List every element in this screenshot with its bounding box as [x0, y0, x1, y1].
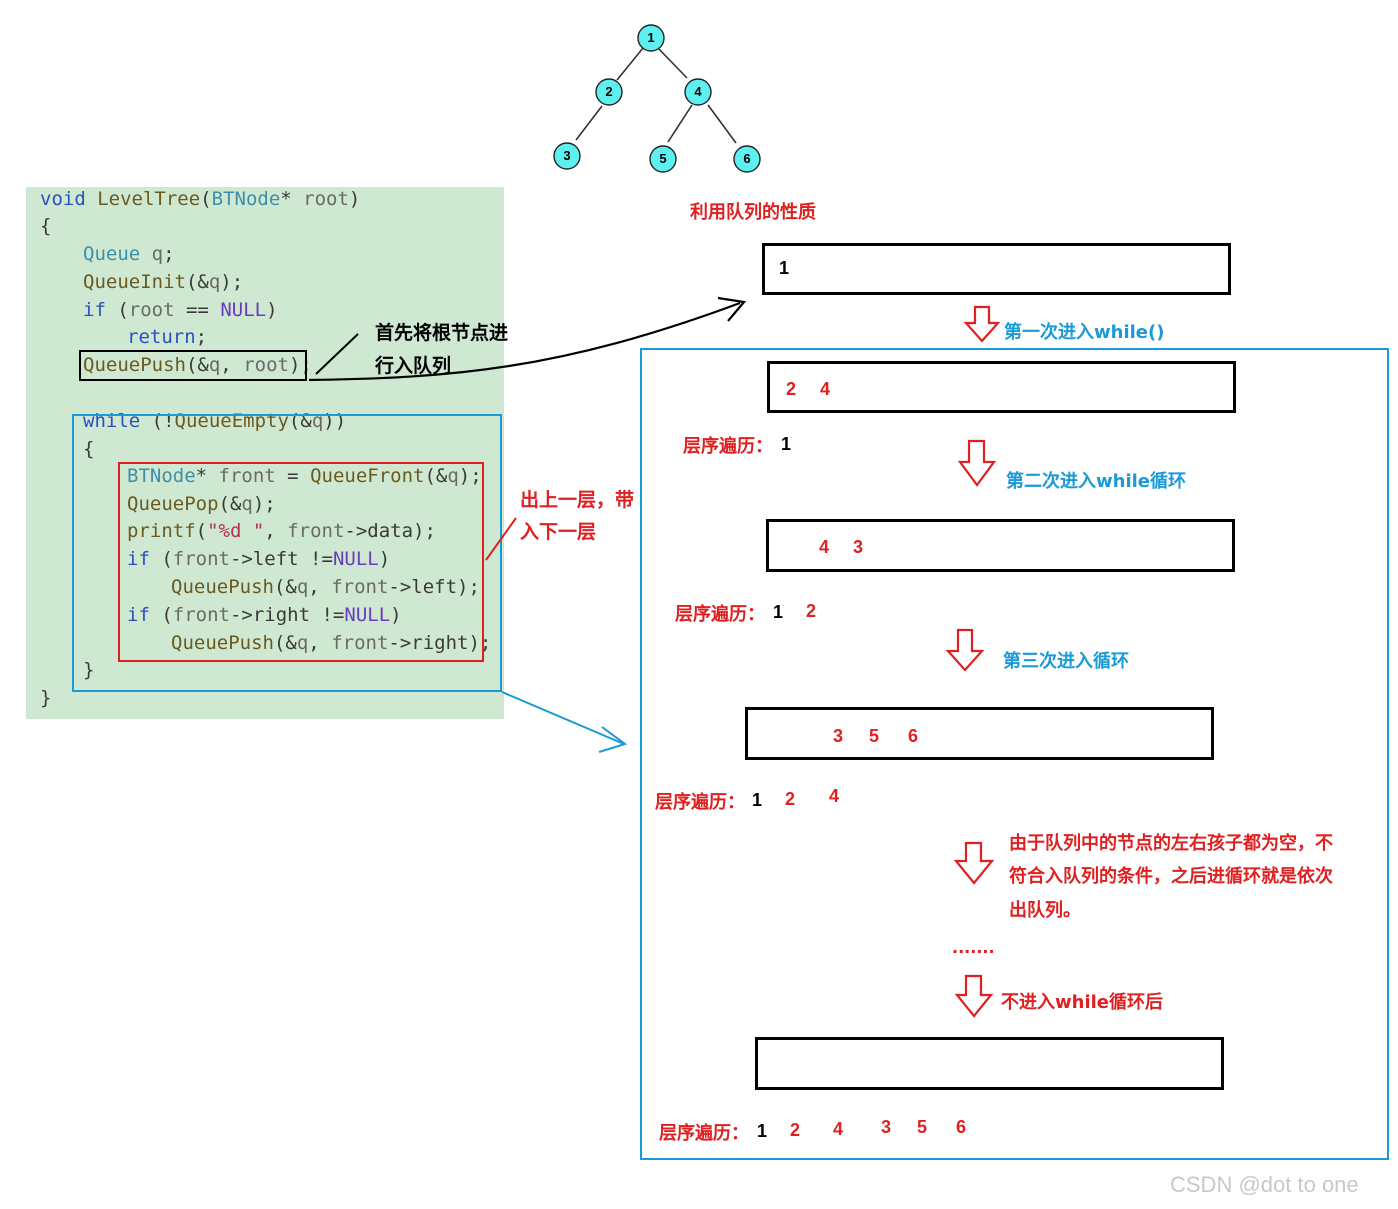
code-line-queue-init: QueueInit(&q); [83, 271, 244, 293]
queue-iter3-item-3: 3 [833, 726, 844, 746]
queue-box-iter1 [767, 361, 1236, 413]
queue-iter2-item-3: 3 [853, 537, 864, 557]
queue-box-iter3 [745, 707, 1214, 760]
exit-while-label: 不进入while循环后 [1001, 992, 1163, 1013]
queue-initial-item: 1 [779, 258, 790, 278]
code-panel [26, 187, 504, 719]
tree-node-6: 6 [743, 151, 750, 166]
while-loop-highlight-box [72, 414, 502, 692]
first-while-label: 第一次进入while() [1004, 322, 1165, 343]
loop-iterations-frame [640, 348, 1389, 1160]
traversal-label-1: 层序遍历： [683, 436, 773, 457]
code-line-return: return; [127, 326, 208, 348]
empty-children-note-line1: 由于队列中的节点的左右孩子都为空，不 [1009, 833, 1333, 854]
code-line-if-null: if (root == NULL) [83, 299, 278, 321]
code-line-if-left: if (front->left !=NULL) [127, 548, 391, 570]
traversal-label-3: 层序遍历： [655, 792, 745, 813]
traversal3-item-2: 2 [785, 789, 796, 809]
third-while-label: 第三次进入循环 [1003, 651, 1129, 672]
traversal1-item-1: 1 [781, 434, 792, 454]
code-line-queue-decl: Queue q; [83, 243, 175, 265]
pop-push-note-line1: 出上一层，带 [520, 489, 635, 511]
traversal3-item-4: 4 [829, 786, 840, 806]
code-line-push-right: QueuePush(&q, front->right); [171, 632, 492, 654]
traversal-final-item-2: 2 [790, 1120, 801, 1140]
traversal-label-2: 层序遍历： [675, 604, 765, 625]
down-arrow-icon-3 [945, 628, 985, 672]
ellipsis: ....... [952, 938, 995, 957]
down-arrow-icon-5 [954, 974, 994, 1018]
watermark: CSDN @dot to one [1170, 1172, 1359, 1197]
binary-tree: 1 2 4 3 5 6 [553, 24, 761, 173]
code-line-if-right: if (front->right !=NULL) [127, 604, 402, 626]
queue-iter3-item-5: 5 [869, 726, 880, 746]
queue-box-initial [762, 243, 1231, 295]
queue-iter3-item-6: 6 [908, 726, 919, 746]
loop-body-highlight-box [118, 462, 484, 662]
traversal-label-final: 层序遍历： [659, 1123, 749, 1144]
code-line-push-left: QueuePush(&q, front->left); [171, 576, 480, 598]
push-root-note-line1: 首先将根节点进 [375, 322, 509, 344]
code-line-while-close: } [83, 659, 95, 681]
down-arrow-icon-4 [953, 841, 995, 885]
tree-node-1: 1 [647, 30, 654, 45]
tree-node-3: 3 [563, 148, 570, 163]
queue-iter2-item-4: 4 [819, 537, 830, 557]
down-arrow-icon-2 [957, 439, 997, 487]
traversal-final-item-1: 1 [757, 1121, 768, 1141]
traversal-final-item-6: 6 [956, 1117, 967, 1137]
push-root-note-line2: 行入队列 [375, 355, 452, 377]
queue-iter1-item-4: 4 [820, 379, 831, 399]
push-root-highlight-box [79, 350, 307, 381]
pop-push-note-line2: 入下一层 [520, 521, 597, 543]
use-queue-title: 利用队列的性质 [690, 202, 816, 223]
traversal-final-item-3: 3 [881, 1117, 892, 1137]
code-line-close-brace: } [40, 687, 52, 709]
code-line-signature: void LevelTree(BTNode* root) [40, 188, 361, 210]
code-line-pop: QueuePop(&q); [127, 493, 276, 515]
code-line-open-brace: { [40, 215, 52, 237]
traversal2-item-2: 2 [806, 601, 817, 621]
queue-box-iter2 [766, 519, 1235, 572]
traversal2-item-1: 1 [773, 602, 784, 622]
queue-iter1-item-2: 2 [786, 379, 797, 399]
tree-node-5: 5 [659, 151, 666, 166]
tree-node-2: 2 [605, 84, 612, 99]
code-line-printf: printf("%d ", front->data); [127, 520, 436, 542]
second-while-label: 第二次进入while循环 [1006, 471, 1186, 492]
code-line-while-open: { [83, 438, 95, 460]
tree-node-4: 4 [694, 84, 702, 99]
traversal-final-item-5: 5 [917, 1117, 928, 1137]
empty-children-note-line3: 出队列。 [1009, 900, 1081, 921]
traversal3-item-1: 1 [752, 790, 763, 810]
traversal-final-item-4: 4 [833, 1119, 844, 1139]
down-arrow-icon-1 [963, 305, 1001, 343]
queue-box-final [755, 1037, 1224, 1090]
empty-children-note-line2: 符合入队列的条件，之后进循环就是依次 [1009, 866, 1333, 887]
code-line-front: BTNode* front = QueueFront(&q); [127, 465, 482, 487]
